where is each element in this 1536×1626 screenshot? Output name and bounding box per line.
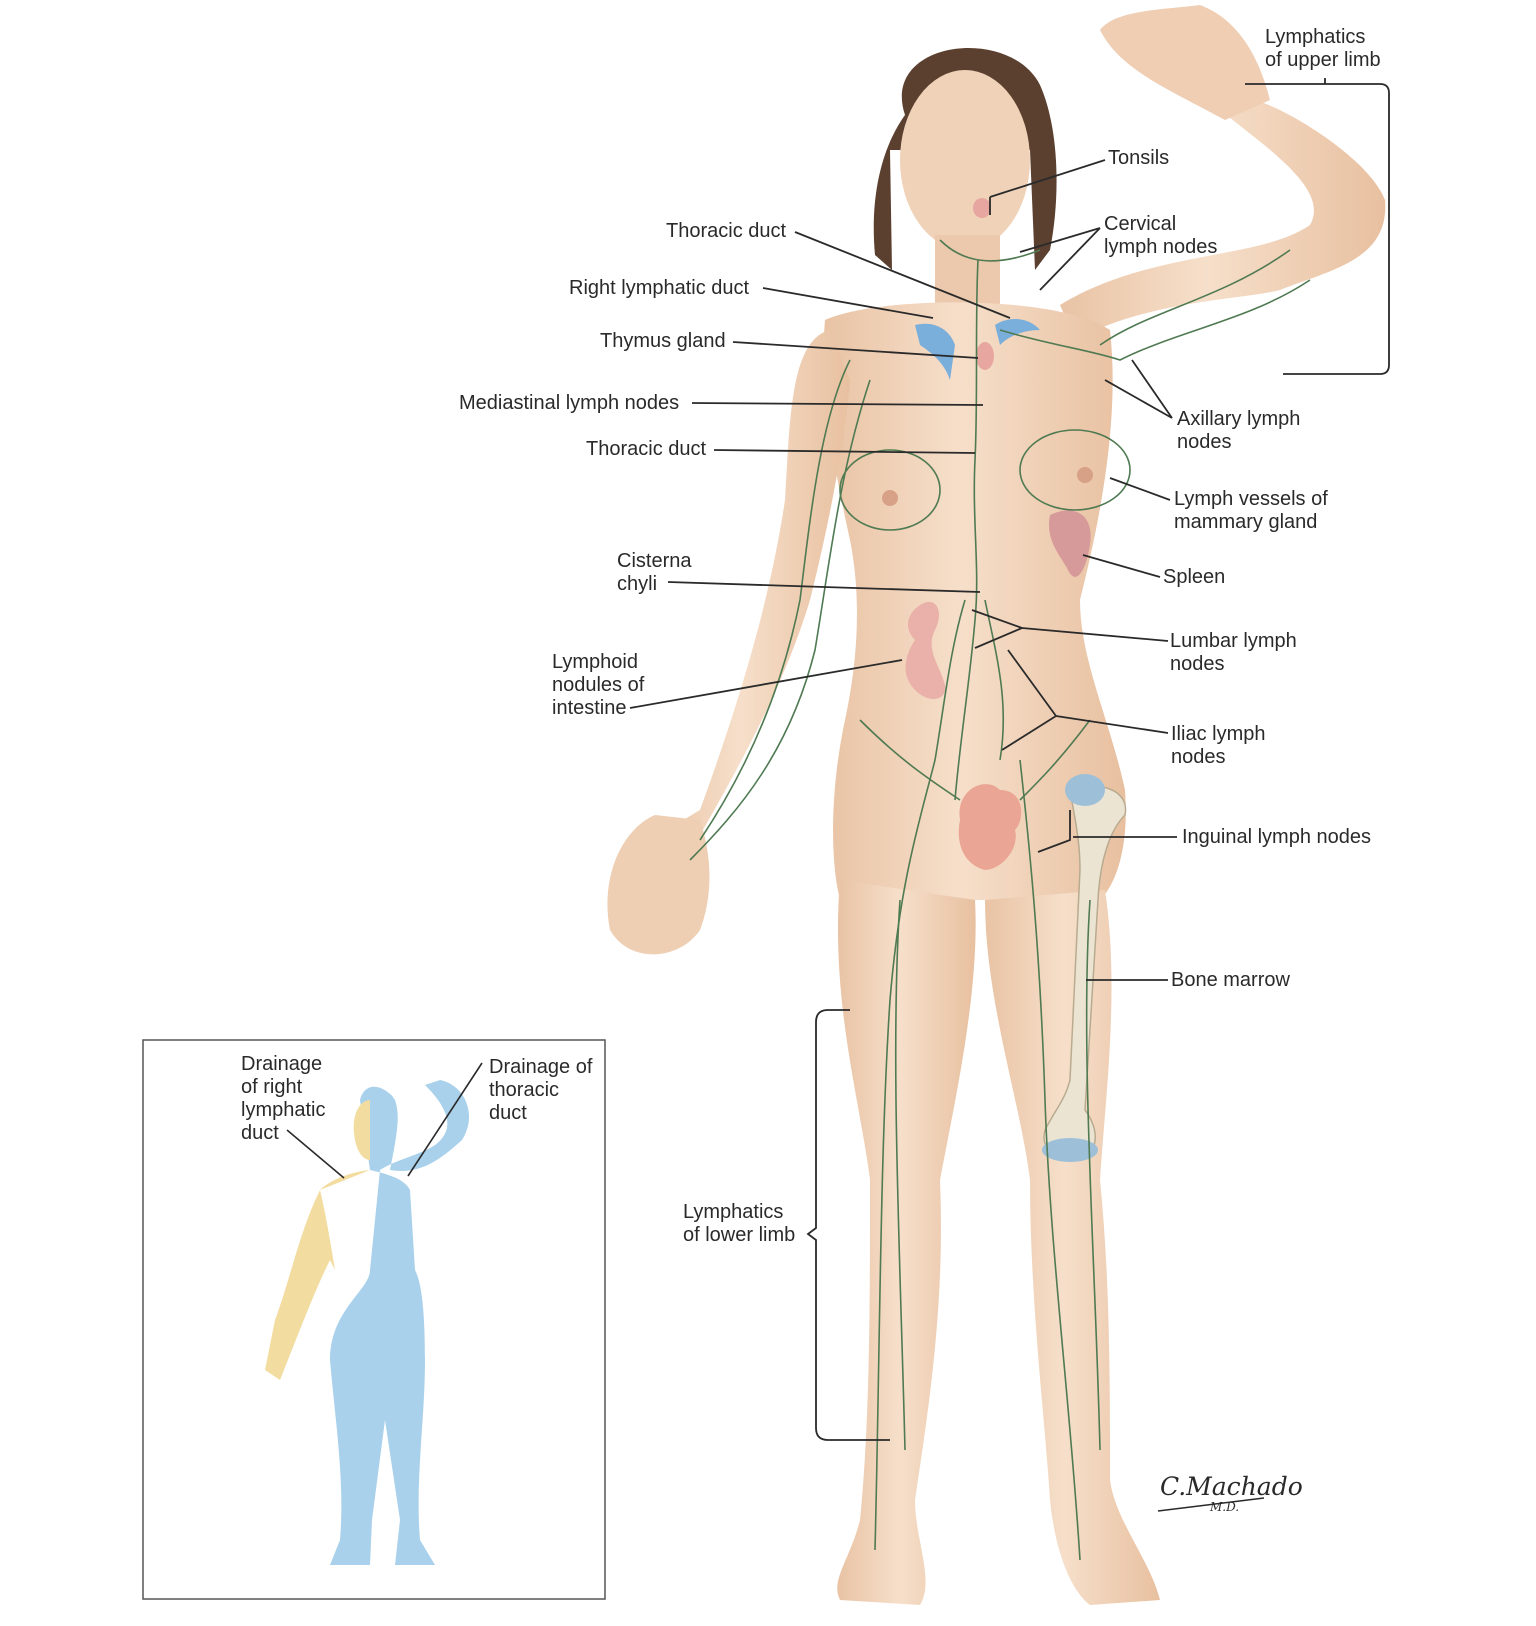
label-drainage-right-lymphatic-duct: Drainage of right lymphatic duct bbox=[241, 1053, 326, 1144]
left-venous-angle bbox=[995, 318, 1040, 345]
left-leg bbox=[985, 890, 1160, 1605]
label-iliac-lymph-nodes: Iliac lymph nodes bbox=[1171, 723, 1266, 768]
label-mammary-lymph-vessels: Lymph vessels of mammary gland bbox=[1174, 488, 1328, 533]
inset-thoracic-region bbox=[330, 1080, 470, 1565]
raised-arm bbox=[1060, 100, 1386, 340]
inset-leader-lines bbox=[286, 1062, 483, 1179]
leader-lines bbox=[629, 78, 1390, 1441]
label-thoracic-duct-top: Thoracic duct bbox=[666, 220, 787, 242]
lymph-vessels bbox=[689, 239, 1311, 1561]
nipple-left bbox=[1077, 467, 1093, 483]
head bbox=[900, 70, 1030, 250]
femur-head bbox=[1065, 774, 1105, 806]
label-spleen: Spleen bbox=[1163, 566, 1226, 588]
right-leg bbox=[837, 880, 976, 1605]
label-tonsils: Tonsils bbox=[1108, 147, 1170, 169]
label-lymphoid-nodules: Lymphoid nodules of intestine bbox=[552, 651, 645, 719]
label-cisterna-chyli: Cisterna chyli bbox=[617, 550, 692, 595]
label-drainage-thoracic-duct: Drainage of thoracic duct bbox=[489, 1056, 593, 1124]
label-axillary-lymph-nodes: Axillary lymph nodes bbox=[1177, 408, 1301, 453]
thymus bbox=[976, 342, 994, 370]
label-right-lymphatic-duct: Right lymphatic duct bbox=[569, 277, 750, 299]
inset-right-head bbox=[353, 1100, 370, 1160]
bladder-uterus bbox=[958, 784, 1022, 870]
nipple-right bbox=[882, 490, 898, 506]
label-thoracic-duct-mid: Thoracic duct bbox=[586, 438, 707, 460]
label-lymphatics-lower-limb: Lymphatics of lower limb bbox=[683, 1201, 796, 1246]
main-figure bbox=[607, 5, 1386, 1605]
inset-thoracic-head bbox=[370, 1091, 395, 1155]
raised-hand bbox=[1100, 5, 1270, 120]
signature-suffix: M.D. bbox=[1210, 1500, 1240, 1514]
neck bbox=[935, 235, 1000, 305]
intestine bbox=[905, 601, 946, 700]
femur-condyle bbox=[1042, 1138, 1098, 1162]
label-mediastinal-lymph-nodes: Mediastinal lymph nodes bbox=[459, 392, 680, 414]
inset-right-duct-region bbox=[265, 1170, 370, 1380]
label-inguinal-lymph-nodes: Inguinal lymph nodes bbox=[1182, 826, 1372, 848]
lowered-arm bbox=[650, 330, 850, 870]
right-lymphatic-duct-vessel bbox=[915, 323, 955, 380]
tonsil bbox=[973, 198, 991, 218]
label-lymphatics-upper-limb: Lymphatics of upper limb bbox=[1265, 26, 1381, 71]
lowered-hand bbox=[607, 815, 710, 955]
label-bone-marrow: Bone marrow bbox=[1171, 969, 1290, 991]
label-lumbar-lymph-nodes: Lumbar lymph nodes bbox=[1170, 630, 1297, 675]
label-cervical-lymph-nodes: Cervical lymph nodes bbox=[1104, 213, 1218, 258]
drainage-inset bbox=[142, 1039, 606, 1600]
spleen-organ bbox=[1049, 510, 1091, 577]
signature: C.Machado bbox=[1160, 1472, 1303, 1501]
signature-underline bbox=[1157, 1497, 1265, 1512]
label-thymus-gland: Thymus gland bbox=[600, 330, 726, 352]
